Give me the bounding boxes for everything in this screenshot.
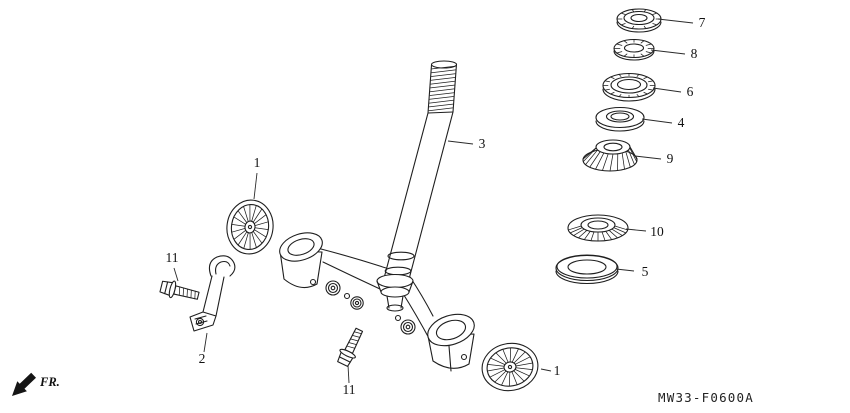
part-label-11: 11 <box>166 250 179 265</box>
part-5-dust-seal <box>555 254 619 285</box>
part-label-3: 3 <box>479 136 486 151</box>
leader-line-9 <box>634 155 662 160</box>
bolt-bottom-threads <box>346 331 362 349</box>
part6-knurl <box>602 73 656 98</box>
part-1-reflector-right <box>481 342 539 392</box>
bridge-arm-right-bottom <box>401 291 432 343</box>
part-11-bolt-bottom <box>337 327 364 367</box>
part-10-lower-bearing <box>567 214 629 242</box>
part-4-dust-seal-washer <box>595 106 645 132</box>
bridge-mounting-ears <box>325 280 416 335</box>
leader-line-7 <box>657 18 694 24</box>
steering-stem-part3 <box>382 60 458 288</box>
leader-line-5 <box>615 268 635 272</box>
part8-teeth <box>613 39 655 58</box>
leader-line-1 <box>540 368 552 372</box>
leader-line-10 <box>625 228 647 232</box>
fr-arrow-icon <box>12 372 36 396</box>
leader-line-4 <box>641 118 673 124</box>
part-label-5: 5 <box>642 264 649 279</box>
leader-line-6 <box>652 87 682 93</box>
leader-line-2 <box>203 332 208 353</box>
stem-thread-hatching <box>428 65 457 112</box>
part-label-1: 1 <box>254 155 261 170</box>
part-8-lock-washer <box>613 38 655 61</box>
part9-rollers <box>582 147 638 172</box>
leader-line-1 <box>253 172 258 200</box>
diagram-code: MW33-F0600A <box>658 390 754 405</box>
leader-line-11 <box>347 364 350 384</box>
part-label-2: 2 <box>199 351 206 366</box>
bridge-arm-left-top <box>320 248 387 269</box>
stem-collar-ring-1 <box>387 251 415 261</box>
bridge-right-fork-clamp <box>427 313 475 372</box>
bridge-left-fork-clamp <box>279 232 323 289</box>
part-9-upper-bearing <box>582 139 638 172</box>
part-label-6: 6 <box>687 84 694 99</box>
reflector-right-spokes <box>486 347 534 387</box>
bridge-center-boss <box>376 273 414 312</box>
part-11-bolt-left <box>159 280 200 300</box>
part-label-11: 11 <box>343 382 356 397</box>
part-6-adjusting-nut <box>602 72 656 102</box>
leader-line-8 <box>650 49 686 55</box>
part-label-4: 4 <box>678 115 685 130</box>
part-label-7: 7 <box>699 15 706 30</box>
bolt-left-threads <box>178 286 196 300</box>
stem-top-opening <box>430 60 458 69</box>
part-label-9: 9 <box>667 151 674 166</box>
fr-label: FR. <box>39 375 60 389</box>
part10-rollers <box>567 225 629 242</box>
part-label-10: 10 <box>650 224 664 239</box>
reflector-left-spokes <box>231 204 269 250</box>
bottom-bridge <box>320 248 434 343</box>
front-direction-marker: FR. <box>12 372 60 396</box>
bridge-arm-left-bottom <box>322 261 381 290</box>
stem-thread-boundary <box>427 111 454 114</box>
part-1-reflector-left <box>226 199 274 255</box>
leader-line-11 <box>173 267 179 282</box>
leader-line-3 <box>447 140 474 145</box>
part-7-stem-nut <box>616 8 662 33</box>
part-2-bracket <box>189 255 236 332</box>
part-label-8: 8 <box>691 46 698 61</box>
part-label-1: 1 <box>554 363 561 378</box>
